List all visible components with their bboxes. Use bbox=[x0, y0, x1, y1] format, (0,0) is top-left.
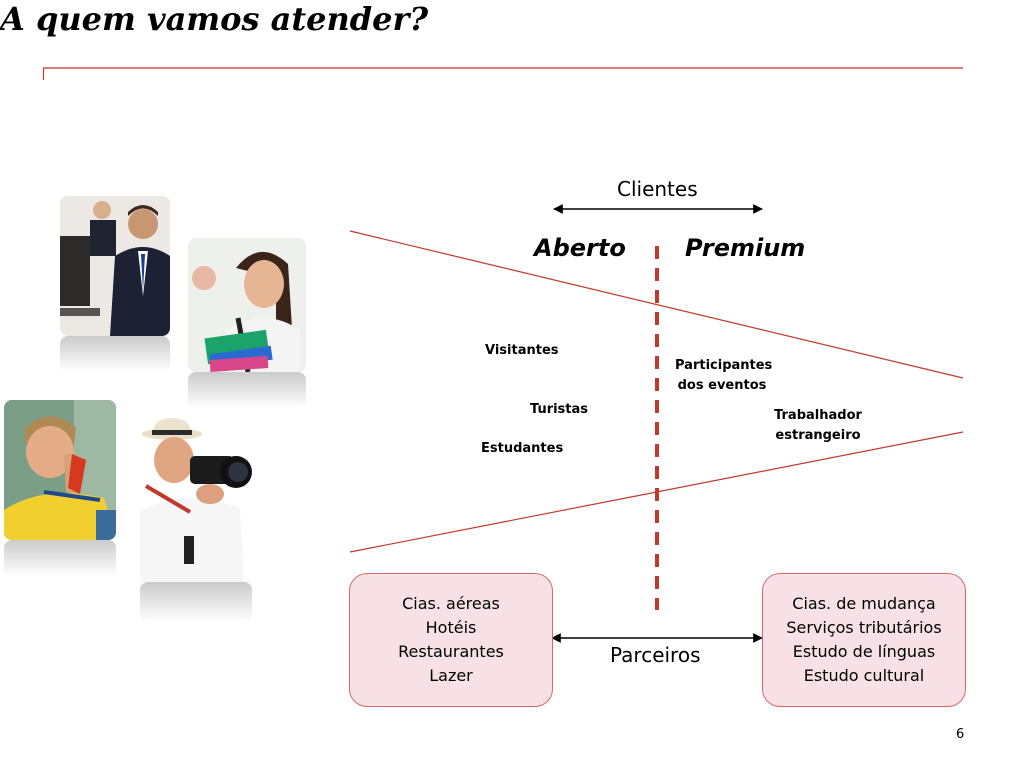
segment-estudantes: Estudantes bbox=[481, 441, 564, 456]
segment-trabalhador-estrangeiro: Trabalhador estrangeiro bbox=[774, 408, 862, 443]
partners-aberto-box: Cias. aéreas Hotéis Restaurantes Lazer bbox=[349, 573, 553, 707]
parceiros-label: Parceiros bbox=[610, 643, 701, 667]
partner-item: Lazer bbox=[429, 666, 473, 685]
header-rule bbox=[42, 67, 963, 80]
partners-premium-box: Cias. de mudança Serviços tributários Es… bbox=[762, 573, 966, 707]
partner-item: Cias. de mudança bbox=[792, 594, 936, 613]
segment-participantes-eventos: Participantes dos eventos bbox=[675, 358, 773, 393]
tourist-photographer-photo bbox=[140, 416, 252, 582]
athlete-illustration bbox=[4, 400, 116, 540]
athlete-reflection bbox=[4, 540, 116, 576]
student-illustration bbox=[188, 238, 306, 372]
upper-funnel-line bbox=[349, 230, 964, 379]
partner-item: Hotéis bbox=[425, 618, 477, 637]
segment-visitantes: Visitantes bbox=[485, 343, 559, 358]
page-number: 6 bbox=[956, 727, 965, 742]
premium-label: Premium bbox=[685, 234, 806, 262]
partner-item: Estudo cultural bbox=[803, 666, 925, 685]
aberto-label: Aberto bbox=[534, 234, 626, 262]
clientes-label: Clientes bbox=[617, 177, 698, 201]
partner-item: Estudo de línguas bbox=[792, 642, 936, 661]
slide-title: A quem vamos atender? bbox=[0, 0, 429, 38]
student-photo bbox=[188, 238, 306, 372]
segment-turistas: Turistas bbox=[530, 402, 589, 417]
tourist-reflection bbox=[140, 582, 252, 622]
partner-item: Serviços tributários bbox=[786, 618, 942, 637]
student-reflection bbox=[188, 372, 306, 408]
business-people-illustration bbox=[60, 196, 170, 336]
business-people-reflection bbox=[60, 336, 170, 372]
partner-item: Cias. aéreas bbox=[402, 594, 500, 613]
tourist-illustration bbox=[140, 416, 252, 582]
partner-item: Restaurantes bbox=[398, 642, 504, 661]
business-people-photo bbox=[60, 196, 170, 336]
athlete-photo bbox=[4, 400, 116, 540]
